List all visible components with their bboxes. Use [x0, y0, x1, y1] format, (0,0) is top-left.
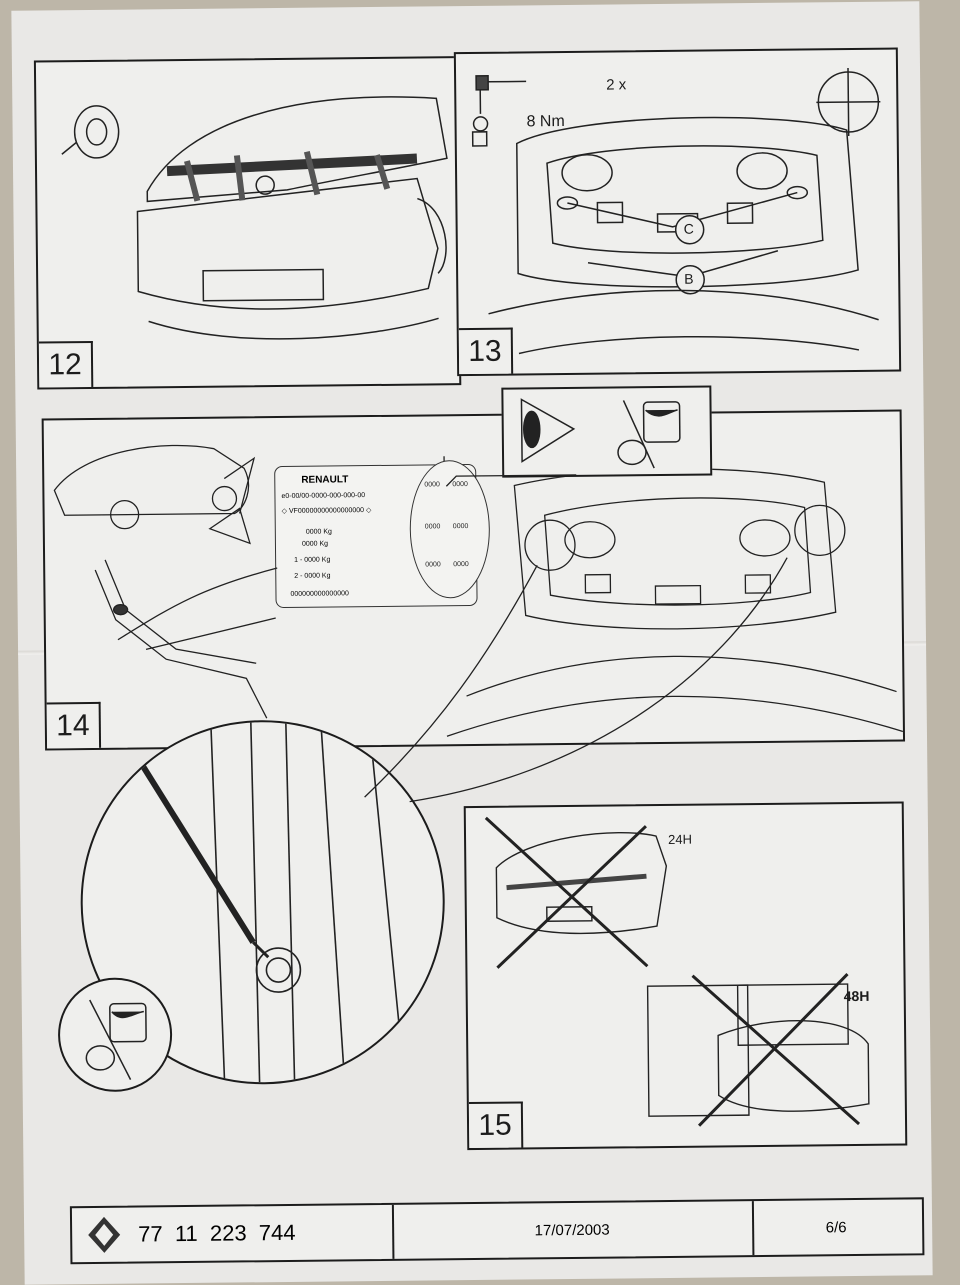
panel-12: 12 [33, 56, 462, 390]
panel-13: 2 x 8 Nm C B 13 [453, 47, 902, 377]
plate-line: 0000 Kg [305, 528, 332, 536]
no-wash-illustration [484, 816, 870, 1127]
plate-code: 0000 [424, 481, 440, 489]
label-c: C [683, 220, 694, 237]
footer-date-cell: 17/07/2003 [391, 1201, 755, 1259]
plate-code: 0000 [452, 523, 469, 531]
plate-line: 2 - 0000 Kg [294, 572, 331, 580]
part-number: 77 11 223 744 [138, 1219, 296, 1247]
plate-line: e0-00/00-0000-000-000-00 [281, 492, 366, 500]
plate-line: 0000 Kg [301, 540, 329, 548]
plate-brand: RENAULT [301, 474, 349, 486]
paint-detail-circle [57, 977, 173, 1093]
label-b: B [684, 270, 694, 287]
car-rear-tape-illustration [61, 96, 448, 340]
trunk-lid-bolt-illustration [471, 68, 881, 355]
step-number-12: 12 [38, 340, 94, 388]
page-indicator: 6/6 [825, 1218, 847, 1236]
panel-15: 24H 48H 15 [463, 801, 908, 1151]
panel-14: RENAULT e0-00/00-0000-000-000-00 ◇ VF000… [41, 409, 906, 751]
zoom-detail-illustration [138, 721, 406, 1083]
plate-code: 0000 [453, 561, 469, 569]
torque-label: 8 Nm [526, 113, 565, 131]
quantity-label: 2 x [606, 76, 627, 94]
step-number-15: 15 [468, 1101, 524, 1149]
wait-48h-label: 48H [843, 987, 870, 1005]
footer-part-cell: 77 11 223 744 [71, 1204, 395, 1263]
plate-code: 0000 [424, 523, 441, 531]
footer-date: 17/07/2003 [534, 1221, 610, 1239]
plate-line: ◇ VF00000000000000000 ◇ [281, 507, 372, 515]
plate-code: 0000 [425, 561, 441, 569]
renault-logo-icon [88, 1216, 121, 1253]
paint-brush-icon [85, 999, 147, 1080]
warning-triangle-icon [520, 398, 576, 463]
plate-line: 000000000000000 [290, 590, 349, 598]
step-number-13: 13 [458, 327, 514, 375]
wait-24h-label: 24H [667, 831, 693, 847]
warning-paint-box [501, 385, 713, 478]
warning-and-paint-icons [520, 398, 681, 469]
footer-page-cell: 6/6 [752, 1199, 921, 1255]
zoom-detail-circle [78, 718, 447, 1087]
instruction-sheet: 12 [11, 1, 933, 1285]
step-number-14: 14 [46, 701, 102, 749]
plate-code: 0000 [452, 481, 468, 489]
plate-line: 1 - 0000 Kg [294, 556, 331, 564]
footer-bar: 77 11 223 744 17/07/2003 6/6 [69, 1197, 925, 1265]
plate-zoom-callout: 0000 0000 0000 0000 0000 0000 [409, 459, 491, 599]
